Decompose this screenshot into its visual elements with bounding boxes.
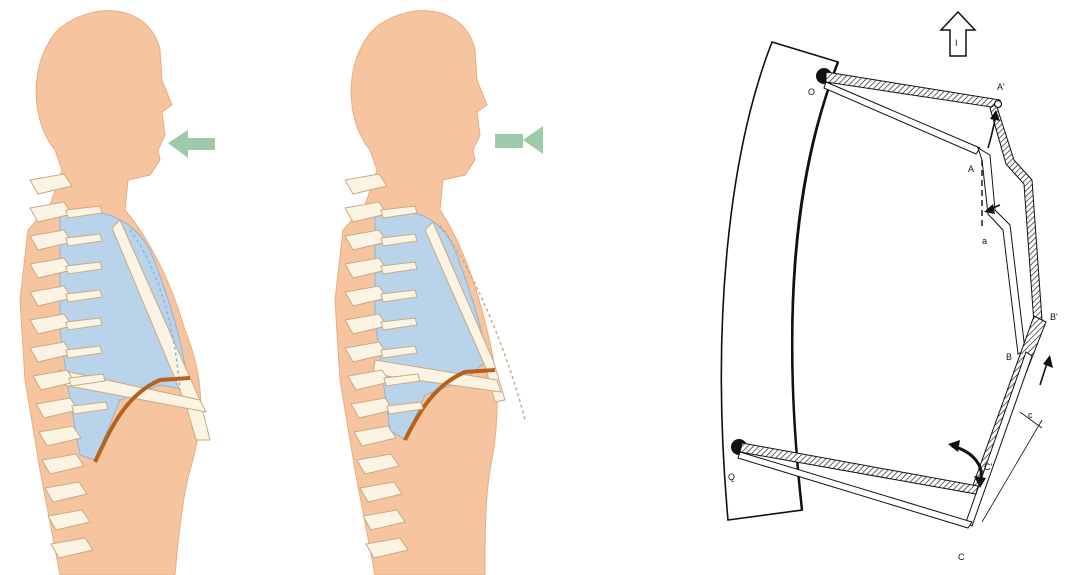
- label-a: A: [968, 164, 974, 174]
- label-a-lower: a: [982, 236, 987, 246]
- airflow-arrow: [523, 126, 543, 154]
- label-a-prime: A': [997, 82, 1005, 92]
- label-b: B: [1006, 352, 1012, 362]
- exhalation-figure: [315, 0, 615, 575]
- label-b-prime: B': [1050, 312, 1058, 322]
- label-c-lower: c: [1028, 410, 1033, 420]
- label-i: I: [955, 38, 958, 48]
- sternum-original: [978, 148, 1025, 354]
- lower-sternal-original: [966, 352, 1032, 526]
- airflow-arrow-shaft: [495, 134, 523, 148]
- airflow-arrow: [168, 130, 215, 158]
- angle-arc-c-head1: [948, 440, 960, 452]
- motion-arrow-b-head: [1043, 355, 1053, 368]
- label-o: O: [808, 87, 815, 97]
- label-q: Q: [728, 472, 735, 482]
- lift-arrow: [941, 12, 975, 56]
- rib-mechanism-diagram: O I A' A a B' B c C' Q C: [690, 0, 1066, 575]
- inhalation-figure: [0, 0, 300, 575]
- label-c: C: [958, 552, 965, 562]
- upper-rib-hatched: [826, 72, 1000, 108]
- label-c-prime: C': [984, 462, 992, 472]
- joint-a-prime: [995, 101, 1002, 108]
